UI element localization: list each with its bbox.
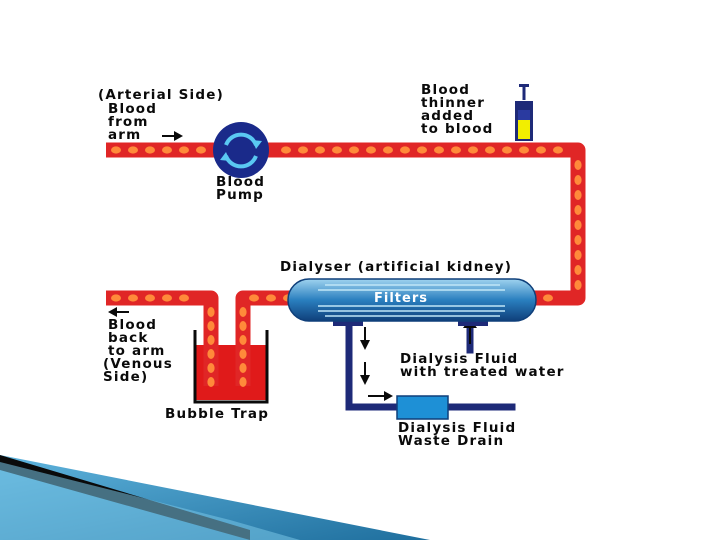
blood-cell — [281, 146, 291, 154]
blood-cell — [332, 146, 342, 154]
blood-cell — [249, 294, 259, 302]
blood-cell — [553, 146, 563, 154]
blood-cell — [519, 146, 529, 154]
blood-cell — [266, 294, 276, 302]
blood-cell — [434, 146, 444, 154]
decorative-corner-shape — [0, 455, 430, 540]
blood-cell — [417, 146, 427, 154]
blood-cell — [207, 307, 215, 317]
blood-cell — [239, 307, 247, 317]
blood-cell — [574, 235, 582, 245]
blood-cell — [207, 363, 215, 373]
waste-drain-label: Dialysis Fluid Waste Drain — [398, 420, 517, 449]
blood-cell — [543, 294, 553, 302]
blood-cell — [239, 377, 247, 387]
blood-cell — [128, 146, 138, 154]
blood-cell — [111, 146, 121, 154]
blood-cell — [536, 146, 546, 154]
blood-cell — [485, 146, 495, 154]
waste-drain-box — [396, 395, 449, 420]
blood-cell — [239, 321, 247, 331]
blood-thinner-label: Blood thinner added to blood — [421, 82, 494, 137]
blood-cell — [239, 335, 247, 345]
blood-cell — [366, 146, 376, 154]
blood-pump — [213, 122, 269, 178]
blood-cell — [179, 294, 189, 302]
blood-cell — [349, 146, 359, 154]
blood-cell — [196, 146, 206, 154]
blood-cell — [400, 146, 410, 154]
blood-cell — [162, 294, 172, 302]
blood-cell — [207, 349, 215, 359]
blood-cell — [207, 377, 215, 387]
bubble-trap-label: Bubble Trap — [165, 406, 270, 422]
blood-cell — [239, 349, 247, 359]
blood-cell — [574, 265, 582, 275]
blood-cells — [111, 146, 582, 387]
blood-cell — [574, 220, 582, 230]
blood-pump-label: Blood Pump — [216, 174, 266, 203]
blood-cell — [145, 294, 155, 302]
arterial-side-label: (Arterial Side) — [98, 87, 224, 103]
blood-cell — [574, 205, 582, 215]
blood-cell — [145, 146, 155, 154]
blood-cell — [451, 146, 461, 154]
blood-cell — [574, 250, 582, 260]
syringe-icon — [515, 84, 533, 141]
blood-cell — [128, 294, 138, 302]
blood-cell — [574, 280, 582, 290]
blood-cell — [502, 146, 512, 154]
blood-cell — [239, 363, 247, 373]
blood-cell — [468, 146, 478, 154]
blood-cell — [298, 146, 308, 154]
dialyser-label: Dialyser (artificial kidney) — [280, 259, 513, 275]
blood-cell — [383, 146, 393, 154]
dialyser — [287, 278, 537, 326]
blood-cell — [574, 190, 582, 200]
filters-label: Filters — [374, 291, 428, 306]
blood-back-label: Blood back to arm — [108, 317, 166, 359]
blood-cell — [111, 294, 121, 302]
venous-side-label: (Venous Side) — [103, 356, 173, 385]
blood-cell — [574, 160, 582, 170]
blood-cell — [162, 146, 172, 154]
blood-cell — [315, 146, 325, 154]
dialysis-fluid-in-label: Dialysis Fluid with treated water — [400, 351, 565, 380]
blood-cell — [574, 175, 582, 185]
blood-cell — [207, 321, 215, 331]
blood-cell — [207, 335, 215, 345]
blood-cell — [179, 146, 189, 154]
blood-from-arm-label: Blood from arm — [108, 101, 158, 143]
label-arrows — [108, 131, 183, 317]
